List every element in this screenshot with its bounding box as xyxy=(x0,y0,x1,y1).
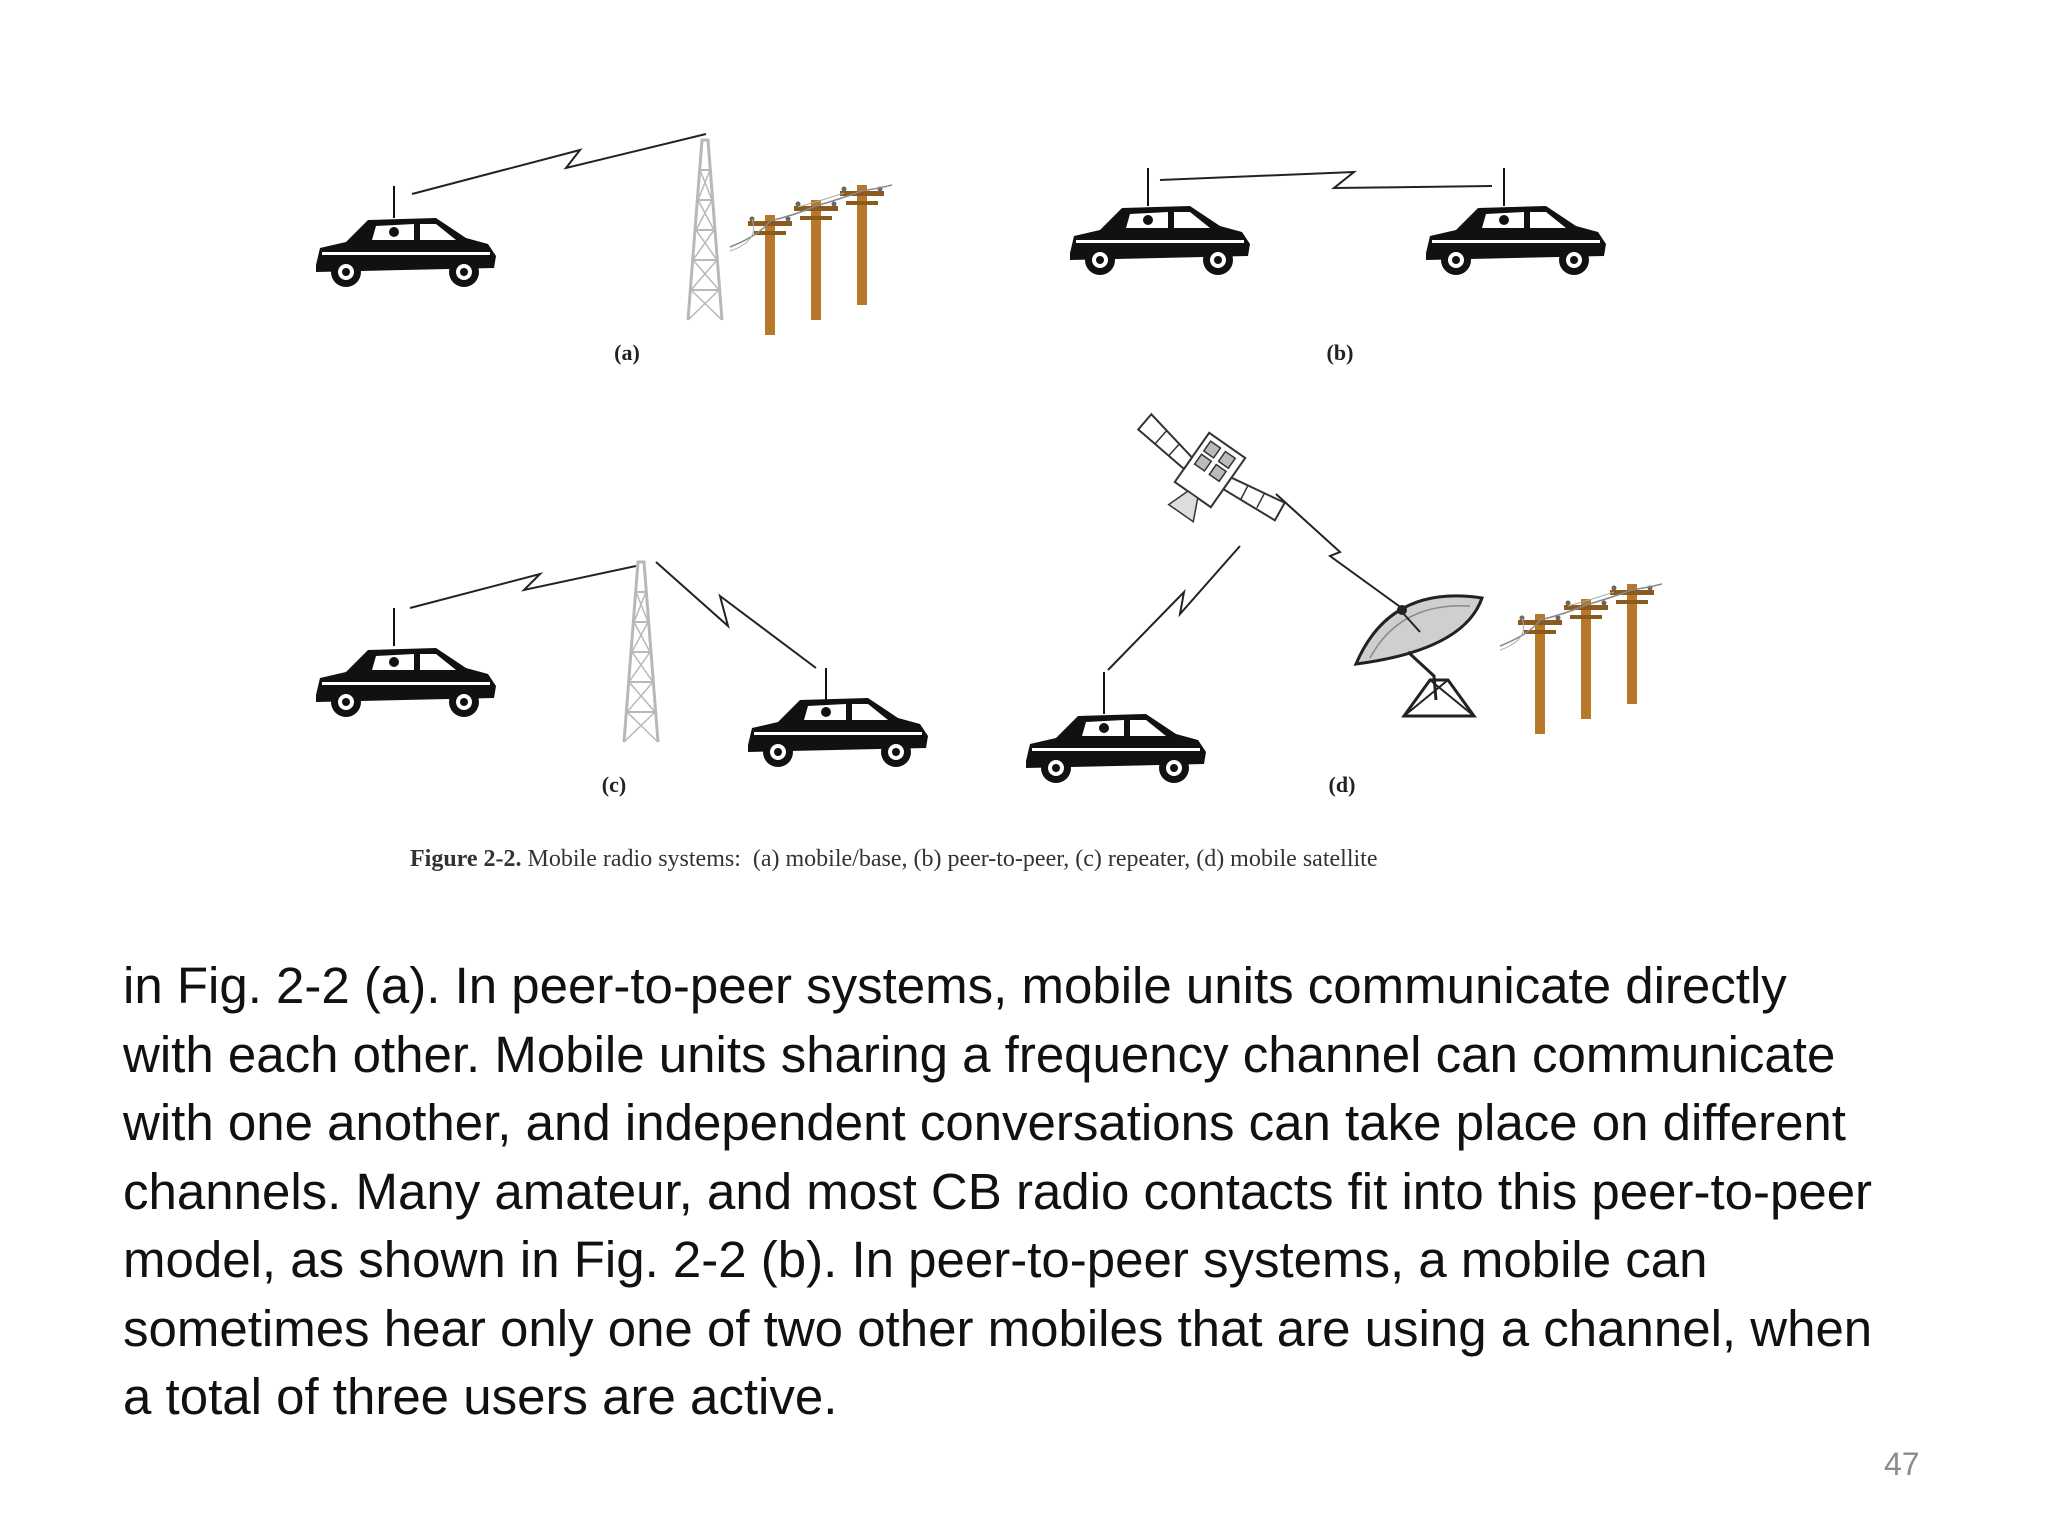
panel-c: (c) xyxy=(316,560,928,797)
satellite-icon xyxy=(1136,412,1287,524)
body-line: with one another, and independent conver… xyxy=(123,1094,1846,1151)
caption-prefix: Figure 2-2. xyxy=(410,846,522,872)
body-line: in Fig. 2-2 (a). In peer-to-peer systems… xyxy=(123,957,1787,1014)
body-line: channels. Many amateur, and most CB radi… xyxy=(123,1162,1873,1220)
tower-icon xyxy=(686,138,724,322)
car-icon xyxy=(1026,714,1206,783)
panel-a: (a) xyxy=(316,133,892,365)
page-number: 47 xyxy=(1884,1446,1920,1482)
car-icon xyxy=(316,648,496,717)
mobile-radio-figure: (a) (b) (c) xyxy=(316,133,2048,872)
caption-text: Mobile radio systems: (a) mobile/base, (… xyxy=(522,846,1378,872)
car-icon xyxy=(748,698,928,767)
body-line: a total of three users are active. xyxy=(123,1368,838,1425)
panel-d: (d) xyxy=(1026,412,1662,797)
panel-label-c: (c) xyxy=(602,772,626,797)
body-line: sometimes hear only one of two other mob… xyxy=(123,1299,1873,1357)
panel-b: (b) xyxy=(1070,168,1606,365)
body-line: with each other. Mobile units sharing a … xyxy=(123,1025,1836,1083)
dish-antenna-icon xyxy=(1353,594,1485,718)
panel-label-d: (d) xyxy=(1329,772,1356,797)
telephone-poles-icon xyxy=(730,185,892,335)
figure-caption: Figure 2-2. Mobile radio systems: (a) mo… xyxy=(410,846,1377,872)
car-icon xyxy=(1426,206,1606,275)
body-line: model, as shown in Fig. 2-2 (b). In peer… xyxy=(123,1231,1708,1288)
panel-label-a: (a) xyxy=(614,340,640,365)
car-icon xyxy=(1070,206,1250,275)
body-text: in Fig. 2-2 (a). In peer-to-peer systems… xyxy=(123,952,1983,1432)
car-icon xyxy=(316,218,496,287)
telephone-poles-icon xyxy=(1500,584,1662,734)
panel-label-b: (b) xyxy=(1327,340,1354,365)
tower-icon xyxy=(622,560,660,744)
